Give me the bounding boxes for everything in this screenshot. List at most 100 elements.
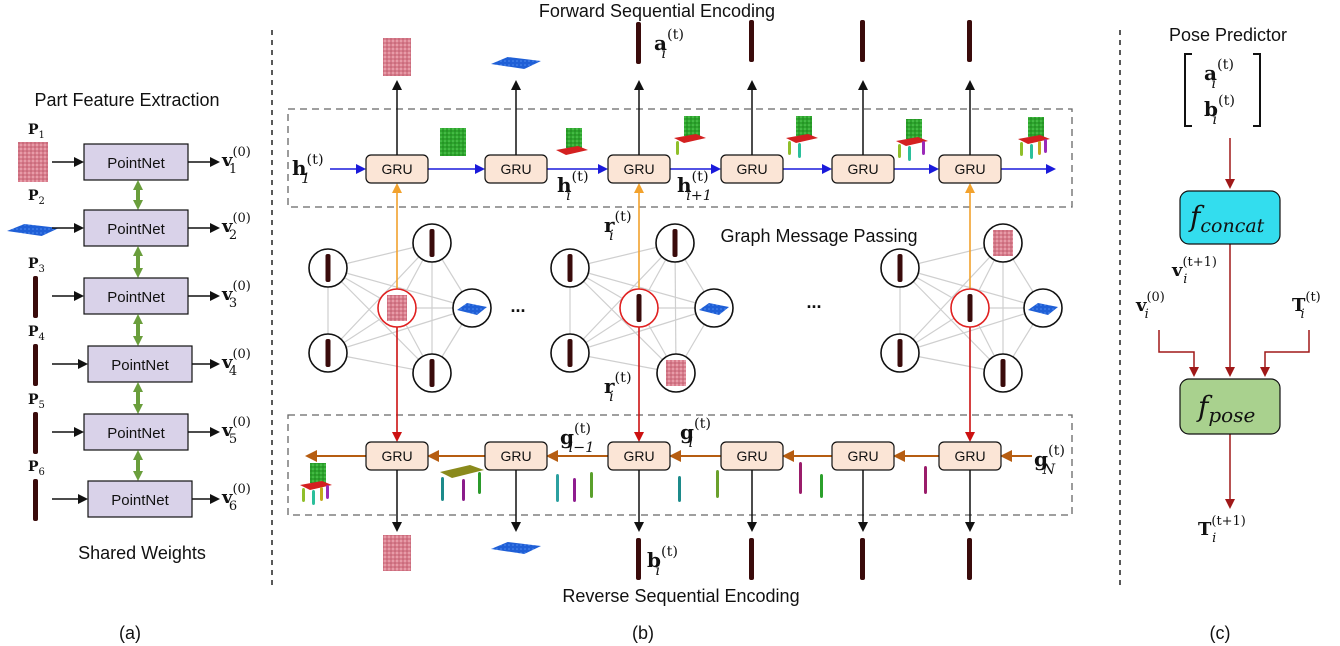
label-T-next-sup: (t+1): [1211, 514, 1245, 529]
label-h1: h(t)1: [292, 152, 324, 187]
part-label-4: P4: [28, 324, 45, 343]
graph-node-leg: [325, 339, 331, 367]
reverse-assembly-chair-leg2: [312, 490, 315, 505]
label-r-top-base: r: [604, 213, 615, 237]
reverse-leg-j: [820, 474, 823, 498]
label-T-next: T(t+1)i: [1198, 514, 1246, 546]
part-label-3: P3: [28, 256, 45, 275]
f-concat-box: [1179, 190, 1281, 245]
assembly-step-5-leg1: [898, 144, 901, 158]
graph-node-blue: [457, 303, 487, 315]
feature-label-2: v(0)2: [221, 211, 251, 243]
label-hi-plus-1: h(t)i+1: [677, 169, 712, 204]
feature-sub: 3: [229, 296, 237, 311]
assembly-step-4-seat: [786, 134, 818, 143]
feature-base: v: [221, 150, 233, 171]
part-label-sub: 5: [39, 400, 45, 411]
label-v-next-sup: (t+1): [1182, 255, 1216, 270]
feature-label-3: v(0) 3: [221, 279, 251, 311]
forward-out-blue-slab: [491, 57, 541, 69]
part-label-base: P: [28, 324, 39, 340]
reverse-out-leg: [636, 538, 641, 580]
graph-node-1: [308, 248, 348, 288]
assembly-step-4-leg1: [788, 141, 791, 155]
reverse-leg-e: [573, 478, 576, 502]
part-thumbnails: [300, 20, 1050, 580]
label-gN-sup: (t): [1048, 443, 1065, 459]
graph-edge: [327, 267, 473, 309]
reverse-out-leg: [860, 538, 865, 580]
pointnet-label: PointNet: [107, 425, 165, 442]
label-T-next-base: T: [1198, 519, 1212, 540]
f-pose-sub: pose: [1208, 403, 1255, 427]
assembly-step-6: [1018, 117, 1050, 159]
pink-part-thumb: [18, 142, 48, 182]
graph-node-leg: [429, 359, 435, 387]
part-label-base: P: [28, 188, 39, 204]
label-v-next-sub: i: [1183, 272, 1187, 287]
feature-base: v: [221, 420, 233, 441]
leg-part-thumb: [33, 479, 38, 521]
reverse-seat-olive: [440, 465, 484, 478]
part-label-6: P6: [28, 459, 45, 478]
part-label-sub: 6: [39, 467, 45, 478]
reverse-assembly-chair-back: [310, 463, 326, 483]
leg-part-thumb: [33, 412, 38, 454]
assembly-step-5-seat: [896, 137, 928, 146]
assembly-step-3-seat: [674, 134, 706, 143]
graph-node-3: [880, 248, 920, 288]
graph-node-leg: [897, 339, 903, 367]
panel-a-title: Part Feature Extraction: [34, 90, 219, 110]
assembly-step-3-back: [684, 116, 700, 136]
panel-a-caption: (a): [119, 623, 141, 643]
label-g-i-minus-1-base: g: [560, 425, 574, 449]
label-gi: g(t)i: [680, 416, 711, 451]
label-r-top-sup: (t): [615, 209, 632, 225]
feature-label-4: v(0)4: [221, 347, 251, 379]
label-T-t-base: T: [1292, 295, 1306, 316]
label-hi-base: h: [557, 173, 572, 197]
reverse-leg-c: [478, 472, 481, 494]
feature-sup: (0): [232, 279, 250, 294]
label-bi-base: b: [647, 548, 661, 572]
feature-label-5: v(0)5: [221, 415, 251, 447]
label-vector-a-sup: (t): [1217, 57, 1234, 73]
part-label-1: P1: [28, 122, 45, 141]
leg-part-thumb: [33, 276, 38, 318]
pointnet-box: [83, 277, 189, 315]
graph-node-2: [694, 288, 734, 328]
panel-a-footer: Shared Weights: [78, 543, 206, 563]
label-gi-sup: (t): [694, 416, 711, 432]
feature-base: v: [221, 284, 233, 305]
label-T-t-sub: i: [1301, 307, 1305, 322]
label-h1-sup: (t): [307, 152, 324, 168]
reverse-assembly-chair-leg4: [320, 487, 323, 501]
assembly-step-5-leg3: [922, 141, 925, 155]
feature-base: v: [221, 487, 233, 508]
reverse-encoding-title: Reverse Sequential Encoding: [562, 586, 799, 606]
label-vector-b-sup: (t): [1218, 93, 1235, 109]
label-vector-b-sub: i: [1213, 112, 1218, 128]
graph-edge: [569, 307, 715, 354]
pointnet-label: PointNet: [107, 289, 165, 306]
label-r-bottom: r(t)i: [604, 370, 632, 405]
feature-sup: (0): [232, 211, 250, 226]
label-ai-sub: i: [662, 46, 667, 62]
graph-node-leg: [429, 229, 435, 257]
graph-node-2: [655, 223, 695, 263]
feature-base: v: [221, 216, 233, 237]
graph-edge: [569, 267, 677, 374]
label-gN-base: g: [1034, 447, 1048, 471]
graph-node-3: [1023, 288, 1063, 328]
label-v0: v(0)i: [1135, 290, 1165, 322]
vector-bracket-right: [1253, 53, 1261, 127]
assembly-step-2-seat: [556, 146, 588, 155]
graph-node-2: [550, 248, 590, 288]
feature-sub: 6: [229, 499, 237, 514]
label-vector-b-base: b: [1204, 97, 1218, 121]
graph-node-leg: [897, 254, 903, 282]
forward-gru-label: GRU: [736, 161, 767, 177]
